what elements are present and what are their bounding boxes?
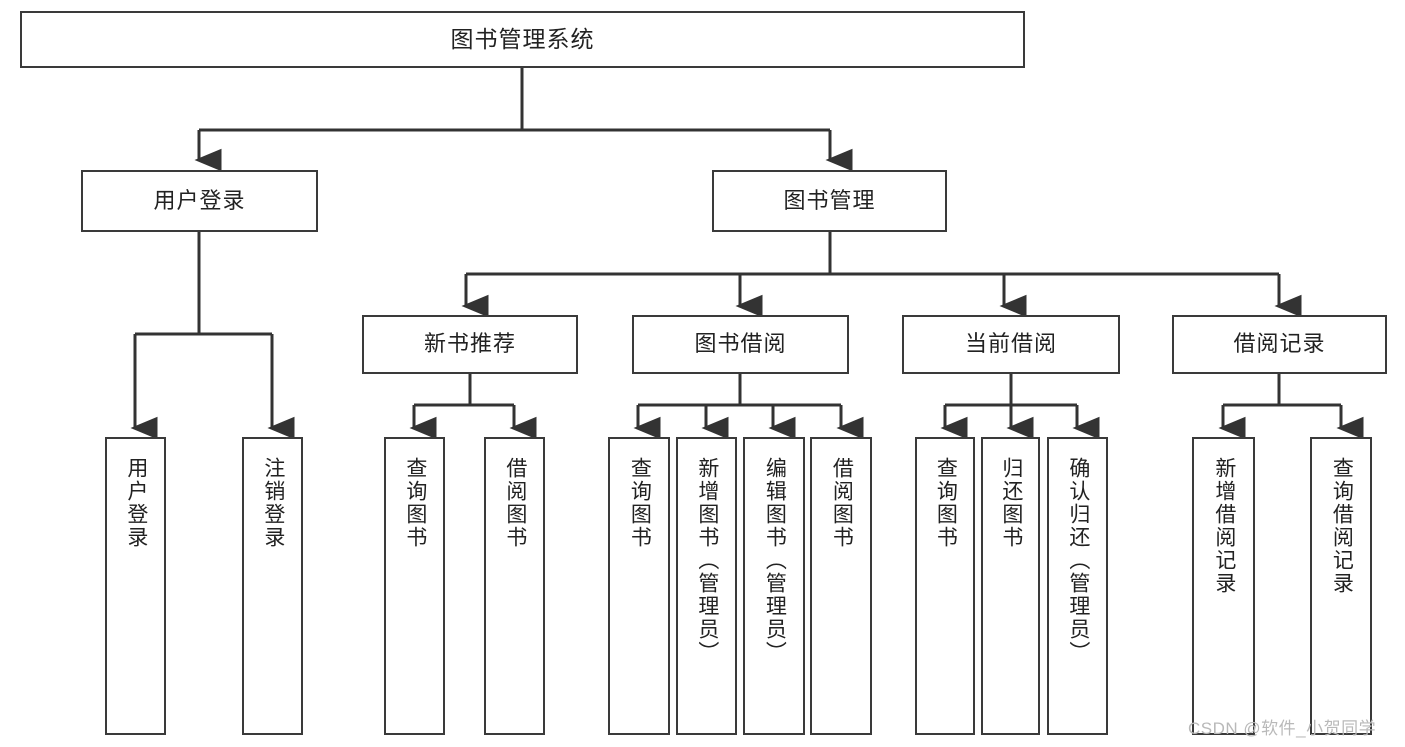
- leaf-node-label: 新增借阅记录: [1212, 457, 1236, 595]
- leaf-node-label: 查询图书: [934, 457, 958, 549]
- leaf-node-label: 查询图书: [628, 457, 652, 549]
- leaf-node-label: 新增图书（管理员）: [695, 457, 719, 664]
- leaf-node[interactable]: 新增借阅记录: [1192, 437, 1255, 735]
- leaf-node[interactable]: 查询图书: [915, 437, 975, 735]
- node-borrow-record[interactable]: 借阅记录: [1172, 315, 1387, 374]
- leaf-node[interactable]: 确认归还（管理员）: [1047, 437, 1108, 735]
- leaf-node[interactable]: 查询图书: [608, 437, 670, 735]
- leaf-node-label: 确认归还（管理员）: [1066, 457, 1090, 664]
- leaf-node[interactable]: 用户登录: [105, 437, 166, 735]
- node-root-label: 图书管理系统: [450, 25, 595, 52]
- node-user-login-label: 用户登录: [153, 187, 246, 213]
- leaf-node[interactable]: 查询图书: [384, 437, 445, 735]
- node-new-book-recommend[interactable]: 新书推荐: [362, 315, 578, 374]
- node-current-borrow-label: 当前借阅: [964, 331, 1057, 357]
- leaf-node-label: 查询借阅记录: [1330, 457, 1354, 595]
- leaf-node[interactable]: 借阅图书: [484, 437, 545, 735]
- node-book-borrow[interactable]: 图书借阅: [632, 315, 849, 374]
- leaf-node-label: 借阅图书: [830, 457, 854, 549]
- leaf-node-label: 用户登录: [124, 457, 148, 549]
- leaf-node-label: 借阅图书: [503, 457, 527, 549]
- node-book-borrow-label: 图书借阅: [694, 331, 787, 357]
- leaf-node[interactable]: 借阅图书: [810, 437, 872, 735]
- leaf-node-label: 编辑图书（管理员）: [763, 457, 787, 664]
- leaf-node[interactable]: 编辑图书（管理员）: [743, 437, 805, 735]
- leaf-node-label: 注销登录: [261, 457, 285, 549]
- leaf-node[interactable]: 归还图书: [981, 437, 1040, 735]
- node-root-system[interactable]: 图书管理系统: [20, 11, 1025, 68]
- node-current-borrow[interactable]: 当前借阅: [902, 315, 1120, 374]
- leaf-node[interactable]: 注销登录: [242, 437, 303, 735]
- node-new-book-recommend-label: 新书推荐: [423, 331, 516, 357]
- watermark-text: CSDN @软件_小贺同学: [1188, 719, 1377, 738]
- leaf-node[interactable]: 查询借阅记录: [1310, 437, 1372, 735]
- node-book-management[interactable]: 图书管理: [712, 170, 947, 232]
- node-user-login[interactable]: 用户登录: [81, 170, 318, 232]
- leaf-node-label: 查询图书: [403, 457, 427, 549]
- leaf-node-label: 归还图书: [999, 457, 1023, 549]
- node-borrow-record-label: 借阅记录: [1233, 331, 1326, 357]
- leaf-node[interactable]: 新增图书（管理员）: [676, 437, 737, 735]
- node-book-management-label: 图书管理: [783, 187, 876, 213]
